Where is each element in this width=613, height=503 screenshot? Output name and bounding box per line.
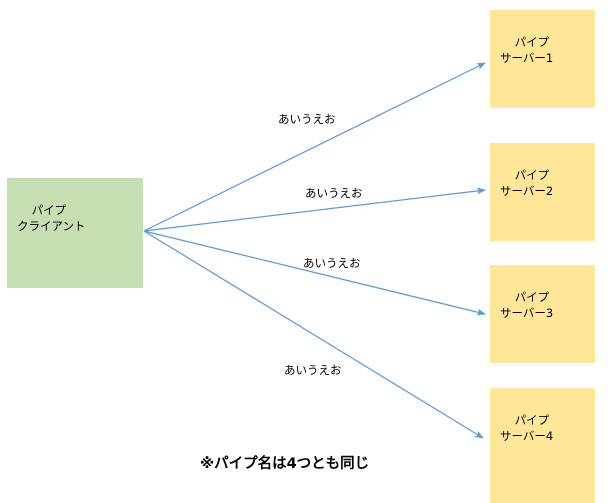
node-pipe-server-1-label: パイプ サーバー1 xyxy=(500,35,554,65)
node-pipe-server-2-label: パイプ サーバー2 xyxy=(500,168,554,198)
node-pipe-server-3[interactable]: パイプ サーバー3 xyxy=(490,265,595,363)
edge-label-server-4: あいうえお xyxy=(284,363,342,377)
edge-label-server-3: あいうえお xyxy=(303,256,361,270)
node-pipe-server-3-label: パイプ サーバー3 xyxy=(500,290,554,320)
node-pipe-client[interactable]: パイプ クライアント xyxy=(7,178,143,288)
node-pipe-client-label: パイプ クライアント xyxy=(17,203,86,233)
node-pipe-server-1[interactable]: パイプ サーバー1 xyxy=(490,10,595,108)
edge-client-to-server-3 xyxy=(143,230,486,316)
node-pipe-server-2[interactable]: パイプ サーバー2 xyxy=(490,143,595,241)
node-pipe-server-4[interactable]: パイプ サーバー4 xyxy=(490,388,595,503)
edge-client-to-server-1 xyxy=(143,62,486,232)
edge-label-server-1: あいうえお xyxy=(278,112,336,126)
node-pipe-server-4-label: パイプ サーバー4 xyxy=(500,413,554,443)
diagram-caption: ※パイプ名は4つとも同じ xyxy=(200,456,370,472)
edge-label-server-2: あいうえお xyxy=(305,186,363,200)
